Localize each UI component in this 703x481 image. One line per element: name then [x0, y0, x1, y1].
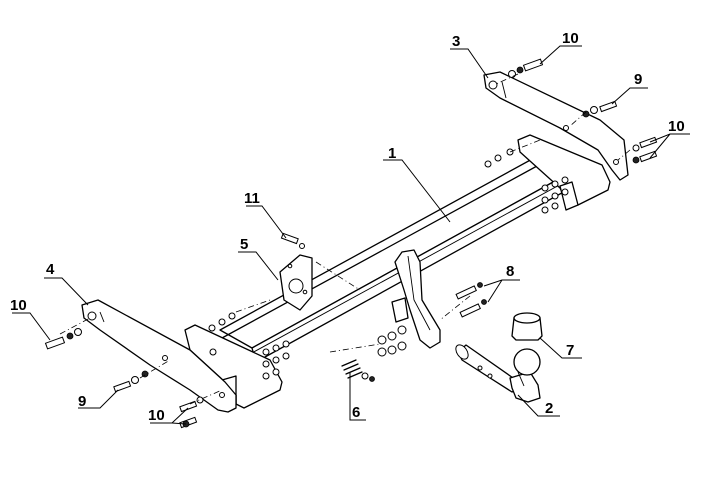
hardware-left-arm	[44, 328, 204, 429]
callout-6: 6	[352, 404, 360, 421]
callout-5: 5	[240, 236, 248, 253]
callouts: 1 2 3 4 5 6 7 8 9 9 10 10 10	[10, 30, 690, 425]
center-mount-bracket	[391, 249, 441, 349]
callout-7: 7	[566, 342, 574, 359]
hitch-ball-neck	[455, 344, 541, 403]
bolt-11	[280, 232, 305, 249]
hardware-left-bracket	[208, 312, 290, 380]
callout-2: 2	[545, 400, 553, 417]
callout-4: 4	[46, 261, 55, 278]
callout-10-right: 10	[668, 118, 685, 135]
ball-cover-cap	[511, 312, 543, 341]
callout-9-right: 9	[634, 71, 642, 88]
hardware-right-bracket	[484, 148, 569, 214]
callout-3: 3	[452, 33, 460, 50]
left-side-arm	[81, 299, 237, 413]
callout-10-bottom: 10	[148, 407, 165, 424]
spring-screw	[341, 359, 375, 382]
socket-plate	[279, 254, 313, 311]
hardware-center	[377, 325, 407, 357]
assembly-guide-lines	[59, 73, 631, 405]
callout-10-left: 10	[10, 297, 27, 314]
callout-9-left: 9	[78, 393, 86, 410]
bolts-set-8	[455, 282, 487, 318]
hardware-right-arm	[508, 58, 658, 164]
callout-8: 8	[506, 263, 514, 280]
callout-1: 1	[388, 145, 396, 162]
callout-10-top: 10	[562, 30, 579, 47]
callout-11: 11	[244, 190, 260, 207]
